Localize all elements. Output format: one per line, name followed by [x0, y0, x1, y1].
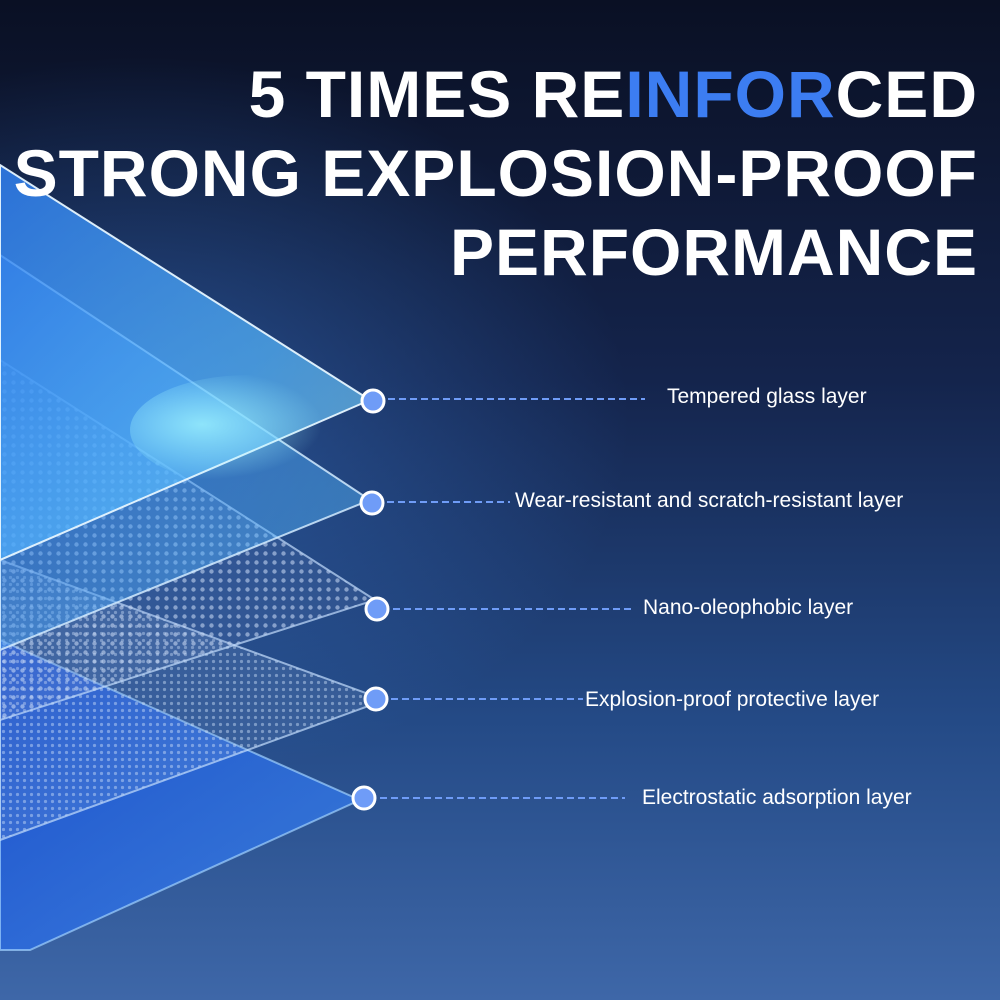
layer-label-wear-resistant: Wear-resistant and scratch-resistant lay… [515, 489, 904, 512]
callout-dot-wear-resistant [359, 490, 385, 516]
layer-sheet-tempered-glass [0, 163, 373, 562]
headline-line-2: STRONG EXPLOSION-PROOF [13, 136, 978, 210]
layer-label-explosion-proof: Explosion-proof protective layer [585, 688, 880, 711]
callout-dot-explosion-proof [363, 686, 389, 712]
layer-label-tempered-glass: Tempered glass layer [667, 385, 867, 408]
callout-dot-tempered-glass [360, 388, 386, 414]
headline-line-1-start: 5 TIMES RE [248, 57, 626, 131]
headline-line-3: PERFORMANCE [449, 215, 978, 289]
headline: 5 TIMES REINFORCED STRONG EXPLOSION-PROO… [14, 55, 978, 292]
callout-dot-nano-oleophobic [364, 596, 390, 622]
headline-line-1-end: CED [835, 57, 978, 131]
layer-label-electrostatic: Electrostatic adsorption layer [642, 786, 912, 809]
layer-label-nano-oleophobic: Nano-oleophobic layer [643, 596, 854, 619]
callout-dot-electrostatic [351, 785, 377, 811]
headline-line-1-accent: INFOR [625, 57, 836, 131]
headline-line-1: 5 TIMES REINFORCED [14, 55, 978, 134]
